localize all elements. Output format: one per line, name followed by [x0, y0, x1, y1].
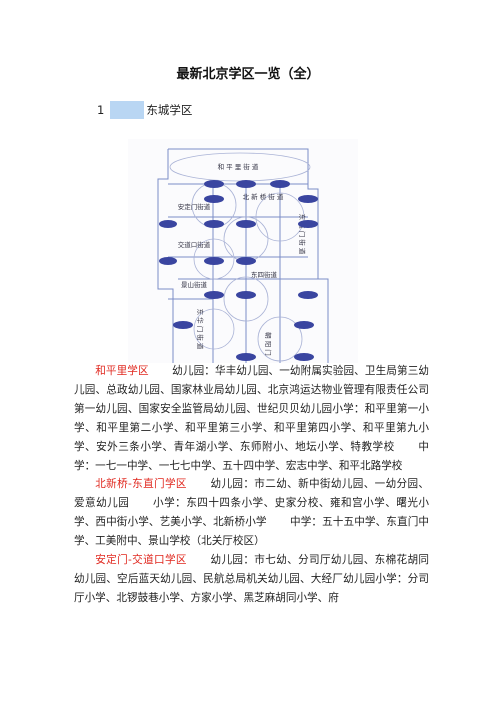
map-label-beixinqiao: 北 新 桥 街 道	[243, 192, 284, 201]
map-node	[236, 257, 256, 265]
map-node	[236, 180, 256, 188]
map-label-chaoyangmen: 朝 阳 门	[264, 332, 273, 356]
primary-school-list: 小学：和平里第一小学、和平里第二小学、和平里第三小学、和平里第四小学、和平里第九…	[74, 402, 430, 453]
school-entry: 安定门-交道口学区幼儿园：市七幼、分司厅幼儿园、东棉花胡同幼儿园、空后蓝天幼儿园…	[74, 551, 429, 608]
map-label-dongsi: 东四街道	[251, 270, 278, 279]
primary-school-list: 小学：东四十四条小学、史家分校、雍和宫小学、曙光小学、西中街小学、艺美小学、北新…	[74, 497, 429, 529]
district-name: 和平里学区	[95, 365, 149, 377]
section-image-placeholder	[110, 101, 145, 119]
map-node	[294, 353, 314, 361]
district-name: 北新桥-东直门学区	[95, 478, 187, 491]
section-number: 1	[97, 103, 105, 117]
map-node	[204, 195, 224, 203]
map-node	[298, 291, 318, 299]
kindergarten-list: 幼儿园：华丰幼儿园、一幼附属实验园、卫生局第三幼儿园、总政幼儿园、国家林业局幼儿…	[74, 365, 430, 415]
map-node	[159, 257, 177, 265]
map-node	[159, 220, 177, 228]
page-title: 最新北京学区一览（全）	[176, 67, 320, 82]
map-node	[173, 321, 193, 329]
map-label-dongzhimen: 东 直 门 街 道	[298, 214, 307, 255]
map-node	[204, 291, 224, 299]
map-node	[236, 353, 256, 361]
map-node	[298, 220, 318, 228]
map-node	[204, 257, 224, 265]
middle-school-list: 中学：一七一中学、一七七中学、五十四中学、宏志中学、和平北路学校	[74, 440, 430, 472]
school-entry: 北新桥-东直门学区幼儿园：市二幼、新中街幼儿园、一幼分园、爱意幼儿园小学：东四十…	[74, 475, 429, 551]
section-heading: 1 东城学区	[97, 101, 192, 119]
map-label-donghuamen: 东 华 门 街 道	[196, 309, 205, 350]
map-node	[294, 321, 314, 329]
map-node	[236, 291, 256, 299]
district-map: 和 平 里 街 道 安定门街道 交道口街道 北 新 桥 街 道 东 直 门 街 …	[128, 139, 358, 363]
kindergarten-list: 幼儿园：市二幼、新中街幼儿园、一幼分园、爱意幼儿园	[74, 478, 430, 510]
map-node	[236, 220, 256, 228]
primary-school-list: 小学：分司厅小学、北锣鼓巷小学、方家小学、黑芝麻胡同小学、府	[74, 572, 430, 604]
map-node	[298, 195, 318, 203]
map-label-andingmen: 安定门街道	[178, 202, 211, 211]
map-label-heping: 和 平 里 街 道	[218, 162, 259, 171]
map-label-jiaodaokou: 交道口街道	[178, 240, 211, 249]
map-label-jingshan: 景山街道	[181, 280, 208, 289]
map-node	[204, 180, 224, 188]
kindergarten-list: 幼儿园：市七幼、分司厅幼儿园、东棉花胡同幼儿园、空后蓝天幼儿园、民航总局机关幼儿…	[74, 554, 430, 585]
map-node	[270, 180, 290, 188]
district-name: 安定门-交道口学区	[95, 554, 187, 567]
middle-school-list: 中学：五十五中学、东直门中学、工美附中、景山学校（北关厅校区）	[74, 516, 430, 548]
school-entry: 和平里学区幼儿园：华丰幼儿园、一幼附属实验园、卫生局第三幼儿园、总政幼儿园、国家…	[74, 362, 429, 475]
section-title: 东城学区	[146, 103, 193, 117]
map-node	[204, 220, 224, 228]
school-list: 和平里学区幼儿园：华丰幼儿园、一幼附属实验园、卫生局第三幼儿园、总政幼儿园、国家…	[74, 362, 429, 608]
